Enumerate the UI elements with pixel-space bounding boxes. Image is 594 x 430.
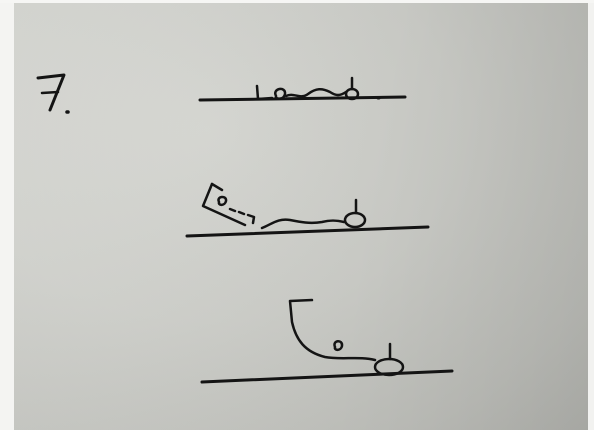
small-loop	[218, 197, 226, 205]
panel-1	[200, 78, 405, 100]
number-label-7	[38, 75, 68, 112]
ground-line	[200, 97, 405, 100]
bulb-shape	[345, 213, 365, 227]
small-loop	[275, 89, 285, 99]
bent-line	[290, 300, 375, 360]
ground-line	[187, 227, 428, 236]
ground-line	[202, 371, 452, 382]
panel-2	[187, 184, 428, 236]
panel-3	[202, 300, 452, 382]
small-loop	[334, 341, 342, 350]
wavy-line	[286, 89, 346, 96]
wavy-line	[262, 220, 344, 228]
